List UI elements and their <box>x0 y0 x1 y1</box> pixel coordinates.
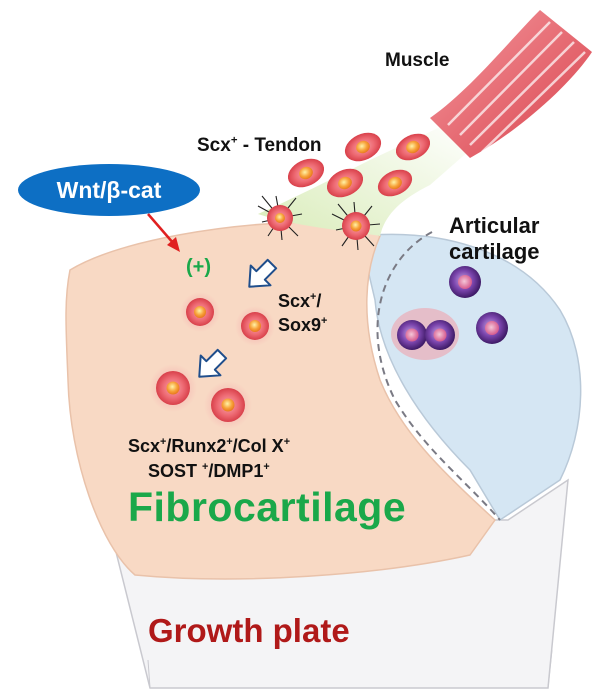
positive-regulation-label: (+) <box>186 256 211 278</box>
muscle-label: Muscle <box>385 50 450 71</box>
wnt-badge <box>18 164 200 216</box>
mineralized-markers-label: Scx+/Runx2+/Col X+SOST +/DMP1+ <box>128 436 290 481</box>
scx-sox9-label: Scx+/Sox9+ <box>278 291 328 335</box>
growth-plate-label: Growth plate <box>148 612 350 649</box>
differentiation-arrow-1 <box>248 258 278 288</box>
fibrocartilage-label: Fibrocartilage <box>128 484 407 530</box>
muscle-graphic <box>430 10 592 158</box>
differentiation-arrow-2 <box>198 348 228 378</box>
articular-chondrocytes <box>391 266 508 360</box>
tendon-label: Scx+ - Tendon <box>197 134 322 156</box>
articular-cartilage-region <box>359 233 582 522</box>
tendon-cells <box>287 132 431 198</box>
wnt-label: Wnt/β-cat <box>56 177 162 203</box>
tidemark-dashed-line <box>376 231 501 521</box>
fibrocartilage-cells <box>149 292 275 429</box>
wnt-signal-arrow <box>147 213 180 252</box>
